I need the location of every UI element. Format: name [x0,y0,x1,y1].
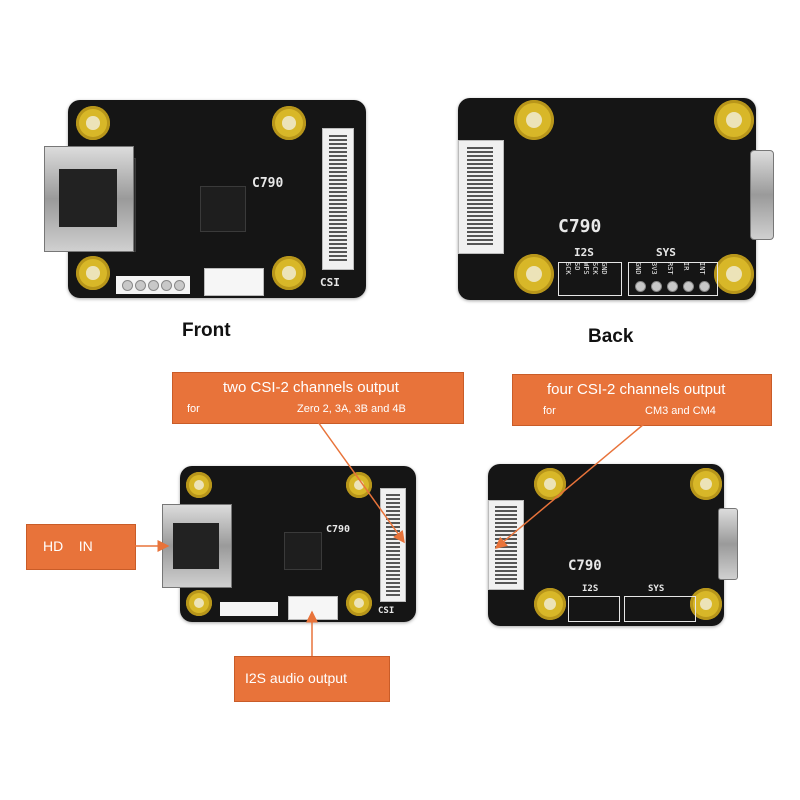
i2s-pins-box [558,262,622,296]
i2s-audio-label: I2S audio output [245,670,347,686]
front-board-top: C790 CSI [68,100,366,298]
four-csi-callout: four CSI-2 channels output for CM3 and C… [512,374,772,426]
csi-silk: CSI [320,276,340,289]
fpc-connector [458,140,504,254]
i2s-audio-callout: I2S audio output [234,656,390,702]
two-csi-title: two CSI-2 channels output [223,379,399,396]
hdmi-in-label: HD IN [43,538,93,554]
back-board-bottom: C790 I2S SYS [488,464,724,626]
sys-pins-box [628,262,718,296]
two-csi-models: Zero 2, 3A, 3B and 4B [297,403,406,415]
main-chip [200,186,246,232]
hdmi-port [44,146,134,252]
back-board-top: C790 I2S SYS GND SCK WFS SD SCK GND 3V3 … [458,98,756,300]
model-silk: C790 [252,176,284,191]
back-label: Back [588,326,634,347]
audio-connector [204,268,264,296]
sys-silk: SYS [656,246,676,259]
arrow-four-csi [494,423,645,549]
four-csi-for: for [543,405,556,417]
csi-fpc-connector [322,128,354,270]
mount-hole [76,106,110,140]
model-silk: C790 [558,216,602,237]
i2s-silk: I2S [574,246,594,259]
hdmi-port-side [750,150,774,240]
hdmi-port-bottom [162,504,232,588]
two-csi-callout: two CSI-2 channels output for Zero 2, 3A… [172,372,464,424]
arrow-two-csi [317,421,405,544]
hdmi-in-callout: HD IN [26,524,136,570]
four-csi-models: CM3 and CM4 [645,405,716,417]
front-label: Front [182,320,231,341]
four-csi-title: four CSI-2 channels output [547,381,726,398]
mount-hole [272,256,306,290]
mount-hole [76,256,110,290]
two-csi-for: for [187,403,200,415]
mount-hole [272,106,306,140]
